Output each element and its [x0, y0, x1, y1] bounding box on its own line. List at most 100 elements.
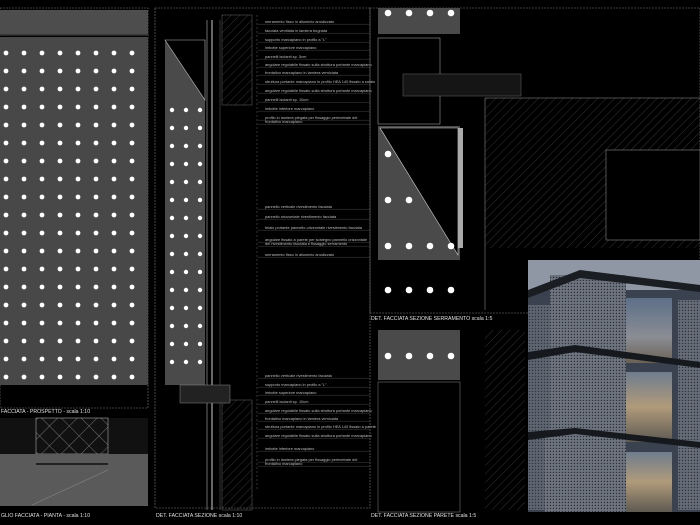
perforation-dot [426, 9, 434, 17]
perforation-dot [384, 9, 392, 17]
perforation-dot [39, 194, 45, 200]
perforation-dot [447, 286, 455, 294]
perforation-dot [39, 320, 45, 326]
perforation-dot [21, 140, 27, 146]
perforation-dot [57, 230, 63, 236]
perforation-dot [169, 107, 175, 113]
perforation-dot [93, 140, 99, 146]
perforation-dot [111, 338, 117, 344]
perforation-dot [183, 341, 189, 347]
perforation-dot [129, 320, 135, 326]
caption-prospetto: FACCIATA - PROSPETTO - scala 1:10 [1, 409, 90, 415]
perforation-dot [384, 150, 392, 158]
perforation-dot [129, 68, 135, 74]
perforation-dot [183, 107, 189, 113]
perforation-dot [57, 320, 63, 326]
perforation-dot [111, 320, 117, 326]
perforation-dot [111, 104, 117, 110]
perforation-dot [3, 266, 9, 272]
perforation-dot [21, 122, 27, 128]
plan-view: GLIO FACCIATA - PIANTA - scala 1:10 [0, 417, 148, 519]
perforation-dot [129, 302, 135, 308]
perforation-dot [405, 352, 413, 360]
perforation-dot [93, 68, 99, 74]
perforation-dot [93, 194, 99, 200]
perforation-dot [57, 86, 63, 92]
annotation-label: profilo in lamiera piegata per fissaggio… [265, 457, 357, 462]
perforation-dot [57, 68, 63, 74]
perforation-dot [3, 158, 9, 164]
annotation-label: imbotte inferiore marcapiano [265, 106, 314, 111]
annotation-label: angolare regolabile fissato sulla strutt… [265, 62, 372, 67]
perforation-dot [75, 68, 81, 74]
perforation-dot [405, 196, 413, 204]
perforation-dot [129, 266, 135, 272]
perforation-dot [111, 248, 117, 254]
perforation-dot [169, 359, 175, 365]
perforation-dot [3, 212, 9, 218]
perforation-dot [75, 122, 81, 128]
perforation-dot [21, 266, 27, 272]
perforation-dot [39, 266, 45, 272]
perforation-dot [75, 158, 81, 164]
perforation-dot [111, 284, 117, 290]
perforation-dot [129, 248, 135, 254]
perforation-dot [75, 266, 81, 272]
perforation-dot [93, 248, 99, 254]
annotation-label: pannelli isolanti sp. 10cm [265, 97, 308, 102]
perforation-dot [197, 125, 203, 131]
perforation-dot [129, 356, 135, 362]
perforation-dot [57, 50, 63, 56]
annotation-label: angolare fissato a parete per sostegno p… [265, 237, 367, 242]
perforation-dot [197, 269, 203, 275]
perforation-dot [129, 374, 135, 380]
perforation-dot [3, 104, 9, 110]
perforation-dot [75, 176, 81, 182]
perforation-dot [183, 305, 189, 311]
perforation-dot [75, 194, 81, 200]
perforation-dot [57, 176, 63, 182]
perforation-dot [169, 197, 175, 203]
caption-sezione-parete: DET. FACCIATA SEZIONE PARETE scala 1:5 [371, 513, 476, 519]
perforation-dot [57, 266, 63, 272]
perforation-dot [39, 86, 45, 92]
perforation-dot [75, 230, 81, 236]
perforation-dot [197, 323, 203, 329]
perforation-dot [183, 125, 189, 131]
perforation-dot [3, 86, 9, 92]
annotation-label: frontalino marcapiano in lamiera vernici… [265, 416, 339, 421]
annotation-label: pannello verticale rivestimento facciata [265, 373, 333, 378]
perforation-dot [21, 374, 27, 380]
perforation-dot [21, 104, 27, 110]
annotation-label: profilo in lamiera piegata per fissaggio… [265, 115, 357, 120]
building-photo [528, 260, 700, 512]
perforation-dot [3, 320, 9, 326]
perforation-dot [183, 233, 189, 239]
perforation-dot [111, 374, 117, 380]
perforation-dot [39, 104, 45, 110]
perforation-dot [129, 50, 135, 56]
perforation-dot [111, 266, 117, 272]
perforation-dot [3, 122, 9, 128]
perforation-dot [183, 359, 189, 365]
perforation-dot [75, 50, 81, 56]
perforation-dot [39, 158, 45, 164]
perforation-dot [21, 158, 27, 164]
perforation-dot [169, 179, 175, 185]
perforation-dot [93, 122, 99, 128]
perforation-dot [93, 302, 99, 308]
annotation-label: facciata ventilata in lamiera bugnata [265, 28, 328, 33]
annotation-label: frontalino marcapiano [265, 461, 302, 466]
annotation-label: del rivestimento facciata e fissaggio se… [265, 241, 347, 246]
perforation-dot [93, 230, 99, 236]
perforation-dot [183, 323, 189, 329]
perforation-dot [183, 143, 189, 149]
perforation-dot [93, 158, 99, 164]
perforation-dot [183, 215, 189, 221]
perforation-dot [183, 269, 189, 275]
annotation-label: imbotte superiore marcapiano [265, 45, 316, 50]
perforation-dot [93, 86, 99, 92]
perforation-dot [169, 341, 175, 347]
perforation-dot [197, 305, 203, 311]
perforation-dot [93, 320, 99, 326]
